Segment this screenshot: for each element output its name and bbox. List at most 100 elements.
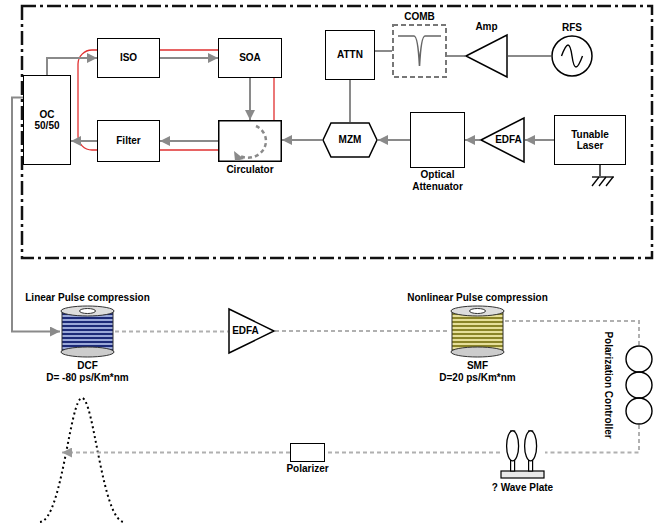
comb-box: COMB — [392, 24, 447, 78]
label-group: ATTN — [326, 31, 374, 79]
label-group: Filter — [98, 121, 159, 161]
box-label: Filter — [116, 135, 140, 147]
fiber-link — [505, 321, 639, 345]
signal-arrow — [447, 55, 465, 57]
label-group: ? Wave Plate — [492, 482, 553, 494]
label-group: Tunable Laser — [555, 116, 625, 164]
circulator-box: Circulator — [218, 120, 282, 162]
signal-arrow — [525, 139, 554, 141]
label-group: Linear Pulse compression — [25, 292, 150, 304]
label-group: SMFD=20 ps/Km*nm — [439, 360, 515, 383]
part-label: Linear Pulse compression — [25, 292, 150, 304]
fiber-link — [325, 452, 500, 454]
mount-base — [501, 471, 544, 478]
amplifier-triangle: Amp — [465, 34, 508, 78]
spool-flange — [61, 347, 114, 357]
polarization-controller-shape — [622, 345, 656, 425]
label-group: EDFA — [480, 117, 525, 163]
circulator-box-shape — [218, 120, 282, 162]
part-label: Polarizer — [286, 463, 328, 475]
box-label: EDFA — [232, 325, 259, 337]
modulator-hexagon: MZM — [322, 122, 378, 158]
wave-plate: ? Wave Plate — [500, 425, 545, 480]
label-group: Optical Attenuator — [403, 169, 473, 192]
box-label: SOA — [239, 52, 261, 64]
ground-stroke — [599, 177, 606, 186]
spool-flange — [61, 306, 114, 316]
part-label: D= -80 ps/Km*nm — [46, 372, 129, 384]
part-label: DCF — [46, 360, 129, 372]
box-label: ISO — [120, 52, 137, 64]
fiber-loop — [626, 372, 652, 398]
isolator-box: ISO — [97, 38, 160, 78]
ground-symbol — [592, 165, 614, 186]
circle-outline — [552, 36, 592, 76]
plate-disc — [525, 431, 537, 461]
edfa-triangle: EDFA — [480, 117, 525, 163]
output-pulse — [40, 398, 124, 522]
sine-symbol — [562, 45, 583, 67]
part-label: Amp — [475, 21, 497, 33]
dcf-spool-shape — [60, 305, 115, 358]
label-group: Nonlinear Pulse compression — [407, 292, 548, 304]
signal-arrow — [465, 139, 480, 141]
wave-plate-shape — [500, 425, 545, 480]
box-label: Tunable Laser — [557, 129, 623, 152]
box-label: EDFA — [495, 134, 522, 146]
fiber-loop — [626, 398, 652, 424]
fiber-windings — [452, 311, 503, 352]
label-group: COMB — [404, 11, 435, 23]
triangle-outline — [481, 118, 524, 162]
part-label: COMB — [404, 11, 435, 23]
fiber-loop — [626, 346, 652, 372]
signal-arrow — [375, 50, 392, 52]
ground-stroke — [606, 177, 613, 186]
polarizer-box: Polarizer — [290, 443, 325, 462]
soa-box: SOA — [218, 38, 282, 78]
label-group: SOA — [219, 39, 281, 77]
spool-flange — [451, 306, 504, 316]
label-group: Amp — [475, 21, 497, 33]
part-label: D=20 ps/Km*nm — [439, 372, 515, 384]
part-label: Nonlinear Pulse compression — [407, 292, 548, 304]
triangle-outline — [229, 309, 274, 353]
hexagon-outline — [323, 123, 377, 157]
signal-arrow — [160, 140, 218, 142]
label-group: ISO — [98, 39, 159, 77]
fiber-link — [545, 425, 639, 453]
fiber-link — [275, 330, 450, 332]
smf-spool: Nonlinear Pulse compressionSMFD=20 ps/Km… — [450, 305, 505, 358]
coupler-box: OC 50/50 — [23, 75, 71, 165]
box-label: MZM — [339, 134, 362, 146]
label-group: DCFD= -80 ps/Km*nm — [46, 360, 129, 383]
label-group: Circulator — [226, 164, 273, 176]
rf-source-circle-shape — [551, 35, 593, 77]
circulation-arc — [240, 126, 266, 158]
signal-arrow — [249, 78, 251, 120]
part-label: Polarization Controller — [602, 331, 614, 438]
spool-hub — [470, 309, 486, 314]
ground-bar — [592, 176, 614, 177]
attenuator-box: ATTN — [325, 30, 375, 80]
rf-source-circle: RFS — [551, 35, 593, 77]
optical-attenuator-box: Optical Attenuator — [410, 112, 465, 168]
label-group: Polarization Controller — [600, 345, 616, 425]
fiber-link — [115, 331, 228, 333]
spool-flange — [451, 347, 504, 357]
edfa-triangle: EDFA — [228, 308, 275, 354]
signal-arrow — [47, 58, 97, 75]
ground-lead — [599, 165, 600, 176]
signal-arrow — [378, 139, 410, 141]
label-group: EDFA — [228, 308, 275, 354]
circulation-arrowhead — [234, 151, 244, 161]
box-label: OC 50/50 — [26, 109, 68, 132]
signal-arrow — [160, 57, 218, 59]
label-group: RFS — [562, 22, 582, 34]
label-group: Polarizer — [286, 463, 328, 475]
system-frame — [22, 6, 652, 258]
comb-box-shape — [392, 24, 447, 78]
part-label: ? Wave Plate — [492, 482, 553, 494]
polarization-controller: Polarization Controller — [622, 345, 656, 425]
filter-box: Filter — [97, 120, 160, 162]
ground-stroke — [592, 177, 599, 186]
